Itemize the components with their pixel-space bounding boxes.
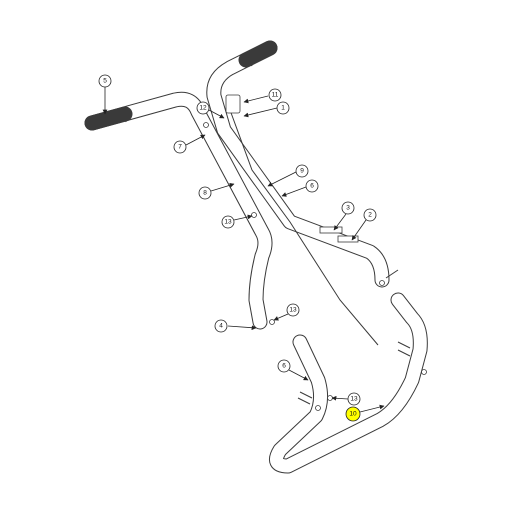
callout-2: 2: [351, 208, 377, 241]
callout-label: 6: [310, 183, 314, 190]
callout-10: 10: [345, 404, 385, 422]
callout-6-upper: 6: [281, 179, 319, 197]
callout-label: 3: [346, 205, 350, 212]
callout-label: 10: [349, 411, 357, 418]
callout-6-lower: 6: [277, 359, 309, 381]
upper-right-handlebar: [206, 40, 390, 288]
callout-9: 9: [267, 164, 309, 187]
callout-13-middle: 13: [273, 303, 300, 321]
callout-label: 4: [219, 323, 223, 330]
callout-label: 11: [272, 92, 279, 99]
callout-label: 5: [103, 78, 107, 85]
callout-label: 8: [203, 190, 207, 197]
callout-label: 9: [300, 168, 304, 175]
callout-13-upper: 13: [221, 214, 253, 229]
callout-5: 5: [98, 74, 112, 115]
callout-3: 3: [333, 201, 355, 231]
callout-label: 7: [178, 144, 182, 151]
throttle-cable: [229, 109, 379, 346]
callout-12: 12: [196, 101, 225, 119]
callout-label: 12: [199, 105, 207, 112]
callout-4: 4: [214, 319, 257, 333]
callout-13-lower: 13: [331, 392, 361, 406]
callout-label: 6: [282, 363, 286, 370]
callout-11: 11: [243, 88, 282, 104]
callout-label: 13: [224, 219, 232, 226]
callout-7: 7: [173, 134, 206, 154]
callout-8: 8: [198, 182, 235, 200]
upper-left-handlebar: [84, 91, 273, 330]
callout-label: 1: [281, 105, 285, 112]
callout-1: 1: [243, 101, 290, 118]
hardware: [203, 94, 427, 411]
callout-label: 13: [289, 307, 297, 314]
callout-label: 2: [368, 212, 372, 219]
callout-label: 13: [350, 396, 358, 403]
lower-handlebar: [268, 292, 428, 474]
